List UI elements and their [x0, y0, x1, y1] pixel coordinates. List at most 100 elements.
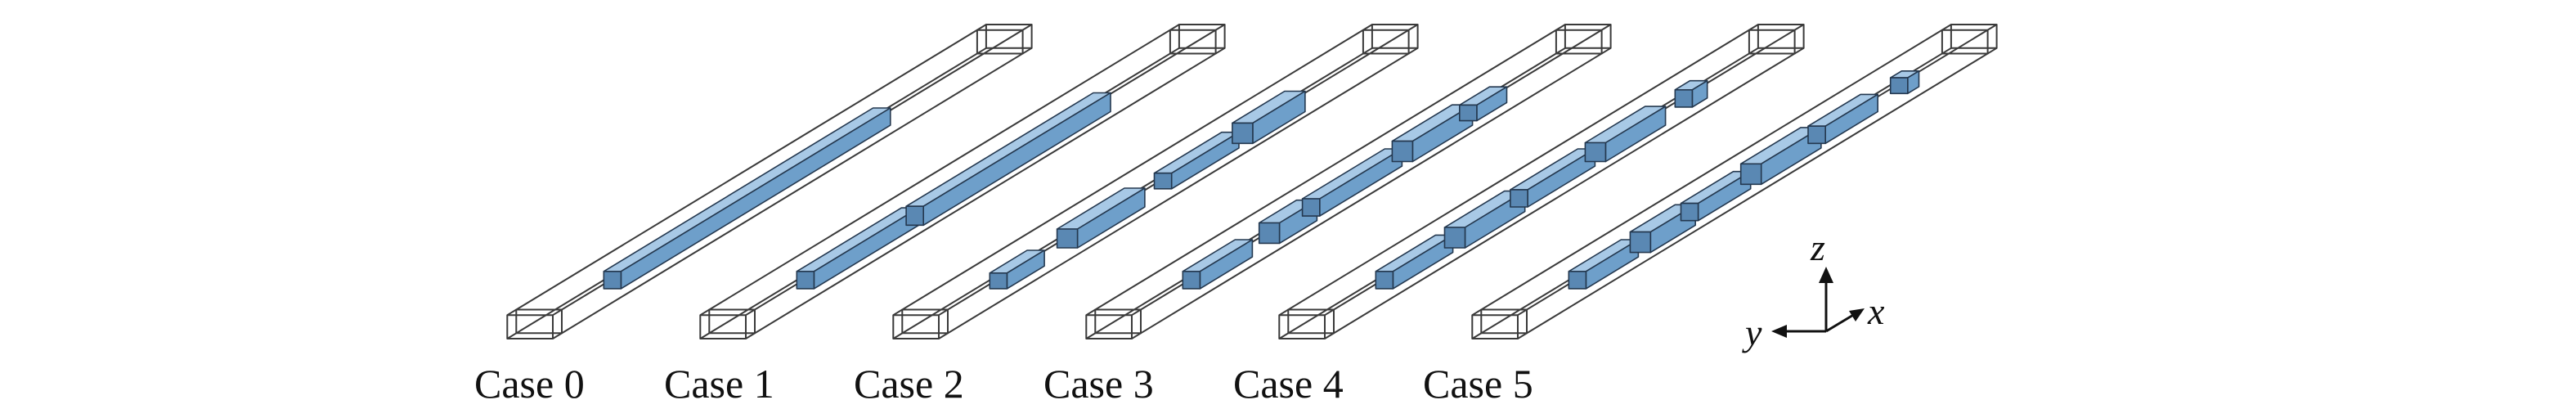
- channel-end-frame: [1757, 24, 1805, 49]
- obstacle-block-end: [1510, 189, 1528, 208]
- obstacle-block-end: [1680, 202, 1699, 222]
- channel-edge: [699, 24, 1180, 317]
- case-label-group: Case 0 Case 1 Case 2 Case 3 Case 4 Case …: [474, 361, 1533, 407]
- case-label-0: Case 0: [474, 361, 585, 407]
- z-arrow-head: [1819, 267, 1833, 283]
- obstacle-block: [1889, 70, 1920, 95]
- obstacle-block: [603, 107, 891, 290]
- obstacle-block-side: [922, 92, 1111, 227]
- obstacle-block: [1510, 148, 1596, 208]
- obstacle-block: [1739, 127, 1822, 186]
- case-label-5: Case 5: [1423, 361, 1533, 407]
- channel-end-frame: [1085, 314, 1133, 339]
- obstacle-block-end: [989, 272, 1008, 290]
- obstacle-block-end: [1889, 77, 1909, 95]
- channel-edge: [745, 47, 1226, 339]
- obstacle-block: [1568, 239, 1640, 290]
- case-label-1: Case 1: [664, 361, 774, 407]
- z-axis-label: z: [1810, 227, 1825, 268]
- obstacle-block: [1301, 148, 1403, 217]
- channel-case-5: [1471, 24, 1998, 339]
- channel-end-frame: [506, 314, 554, 339]
- obstacle-block-end: [1443, 227, 1466, 249]
- channel-end-frame: [1555, 29, 1603, 55]
- obstacle-block-end: [1674, 89, 1694, 108]
- channel-end-frame: [1480, 308, 1528, 335]
- case-label-2: Case 2: [854, 361, 964, 407]
- obstacle-block: [1807, 93, 1878, 145]
- channel-case-0: [506, 24, 1033, 339]
- obstacle-block-end: [1584, 142, 1607, 163]
- channel-edge: [1471, 24, 1952, 317]
- obstacle-block: [1391, 104, 1474, 163]
- channel-end-frame: [1950, 24, 1998, 49]
- obstacle-block-end: [1258, 222, 1281, 245]
- coordinate-axes-triad: z x y: [1742, 227, 1885, 353]
- channel-end-frame: [976, 29, 1024, 55]
- obstacle-block-end: [1739, 163, 1762, 186]
- obstacle-block: [1674, 79, 1708, 108]
- channel-edge: [1324, 47, 1805, 339]
- channel-edge: [938, 47, 1419, 339]
- obstacle-block-end: [1629, 231, 1652, 254]
- obstacle-block-end: [905, 205, 924, 227]
- obstacle-block: [1056, 187, 1146, 249]
- channel-group: [506, 24, 1998, 339]
- channel-end-frame: [1371, 24, 1419, 49]
- x-arrow-head: [1849, 308, 1865, 321]
- channel-end-frame: [1178, 24, 1226, 49]
- obstacle-block-top: [905, 92, 1111, 207]
- channel-edge: [1085, 24, 1566, 317]
- obstacle-block-side: [813, 207, 920, 290]
- channel-edge: [552, 47, 1033, 339]
- channel-end-frame: [699, 314, 747, 339]
- obstacle-block: [1584, 106, 1667, 163]
- obstacle-block-end: [1391, 140, 1414, 163]
- obstacle-block-end: [1232, 122, 1254, 145]
- channel-case-4: [1278, 24, 1805, 339]
- channel-edge: [1131, 47, 1612, 339]
- obstacle-block: [1459, 86, 1508, 122]
- obstacle-block-end: [796, 270, 815, 290]
- channel-end-frame: [1278, 314, 1326, 339]
- channel-end-frame: [1564, 24, 1612, 49]
- obstacle-block: [989, 249, 1045, 290]
- obstacle-block: [1153, 131, 1240, 190]
- channel-end-frame: [985, 24, 1033, 49]
- y-axis-label: y: [1742, 312, 1762, 353]
- obstacle-block: [1680, 170, 1752, 222]
- channel-case-2: [892, 24, 1419, 339]
- channel-edge: [506, 24, 987, 317]
- case-label-3: Case 3: [1043, 361, 1154, 407]
- obstacle-block: [1375, 234, 1454, 290]
- obstacle-block-end: [1807, 125, 1826, 145]
- channel-end-frame: [1941, 29, 1989, 55]
- obstacle-block-end: [1459, 104, 1478, 122]
- channel-edge: [1517, 47, 1998, 339]
- obstacle-block: [1182, 239, 1254, 290]
- obstacle-block: [905, 92, 1111, 227]
- channel-end-frame: [1748, 29, 1796, 55]
- channel-end-frame: [1169, 29, 1217, 55]
- obstacle-block-end: [603, 270, 622, 290]
- channel-end-frame: [892, 314, 940, 339]
- x-axis-arrow: [1825, 312, 1856, 333]
- obstacle-block-end: [1301, 198, 1321, 217]
- obstacle-block: [1232, 90, 1306, 145]
- channel-edge: [1278, 24, 1759, 317]
- channel-case-1: [699, 24, 1226, 339]
- channel-end-frame: [901, 308, 949, 335]
- obstacle-block-end: [1153, 172, 1173, 190]
- obstacle-block-end: [1375, 270, 1394, 290]
- channel-case-3: [1085, 24, 1612, 339]
- x-axis-label: x: [1867, 290, 1885, 332]
- channel-end-frame: [1362, 29, 1410, 55]
- channel-end-frame: [1471, 314, 1519, 339]
- y-arrow-head: [1771, 325, 1787, 338]
- channel-end-frame: [1094, 308, 1142, 335]
- channel-end-frame: [515, 308, 563, 335]
- obstacle-block-end: [1182, 270, 1201, 290]
- obstacle-block-end: [1056, 228, 1079, 249]
- case-label-4: Case 4: [1233, 361, 1344, 407]
